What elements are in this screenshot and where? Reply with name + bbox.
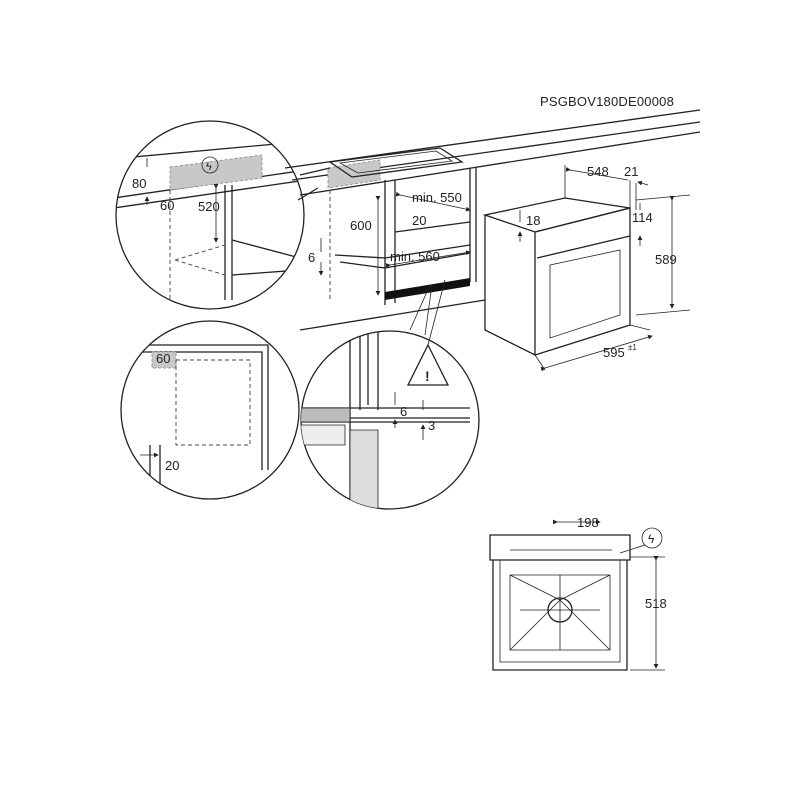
dim-600: 600 — [350, 218, 372, 233]
socket-zone — [327, 159, 381, 189]
dim-6: 6 — [308, 250, 315, 265]
hob — [328, 147, 464, 178]
dim-198: 198 — [577, 515, 599, 530]
dim-min-560: min. 560 — [390, 249, 440, 264]
dim-18: 18 — [526, 213, 540, 228]
electric-connection-icon: ϟ — [206, 161, 212, 173]
dim-20-corner: 20 — [165, 458, 179, 473]
dim-548: 548 — [587, 164, 609, 179]
dim-21: 21 — [624, 164, 638, 179]
diagram-code: PSGBOV180DE00008 — [540, 94, 675, 109]
dim-589: 589 — [655, 252, 677, 267]
kitchen-cabinet — [284, 109, 701, 336]
dim-6-gap: 6 — [400, 404, 407, 419]
electric-connection-icon-rear: ϟ — [648, 532, 655, 546]
cabinet-dimensions: 600 min. 550 20 6 min. 560 — [308, 190, 471, 296]
dim-min-550: min. 550 — [412, 190, 462, 205]
detail-socket-circle: ϟ 80 60 520 — [115, 120, 331, 310]
dim-60: 60 — [160, 198, 174, 213]
dim-60-corner: 60 — [156, 351, 170, 366]
dim-518: 518 — [645, 596, 667, 611]
warning-triangle-icon — [406, 343, 450, 386]
dim-595: 595 — [603, 345, 625, 360]
plinth-vent — [385, 278, 470, 300]
dim-3-gap: 3 — [428, 418, 435, 433]
oven-front-view: 548 21 18 114 589 595 ±1 — [482, 164, 691, 372]
detail-gap-circle: ! 6 3 — [300, 279, 480, 510]
detail-corner-circle: 60 20 — [120, 320, 300, 500]
tolerance: ±1 — [628, 343, 637, 352]
warning-mark: ! — [425, 368, 430, 384]
dim-114: 114 — [632, 210, 653, 225]
dim-20: 20 — [412, 213, 426, 228]
dim-80: 80 — [132, 176, 146, 191]
dim-520: 520 — [198, 199, 220, 214]
oven-rear-view: 198 ϟ 518 — [489, 515, 667, 671]
